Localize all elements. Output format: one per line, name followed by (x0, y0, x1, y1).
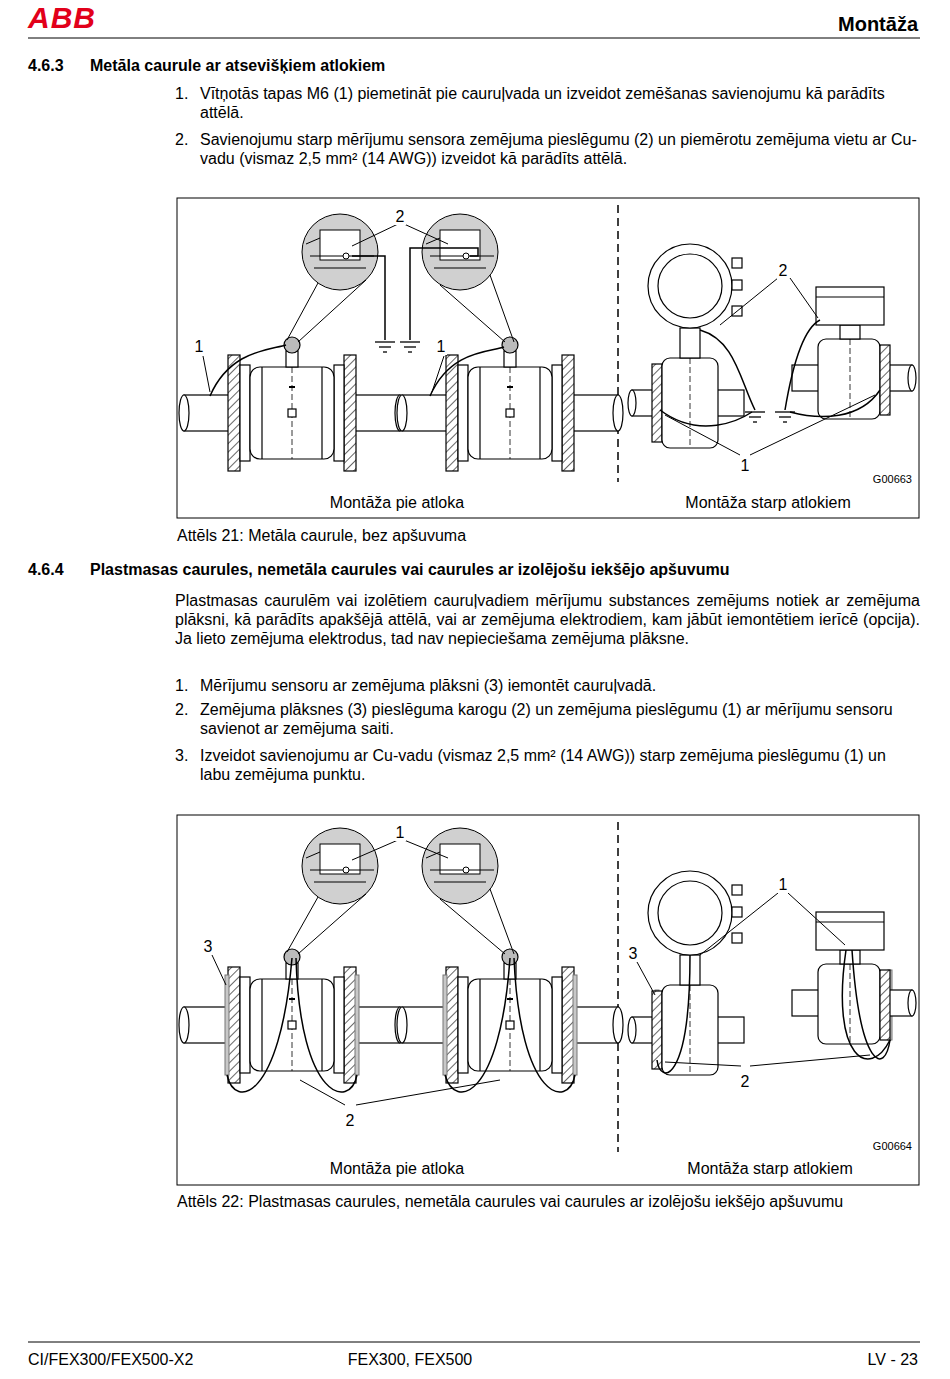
view-caption: Montāža starp atlokiem (638, 493, 898, 512)
footer-text: CI/FEX300/FEX500-X2 (28, 1350, 328, 1369)
figure-code: G00663 (832, 470, 912, 489)
callout-number: 1 (773, 875, 793, 894)
figure-code: G00664 (832, 1137, 912, 1156)
view-caption: Montāža pie atloka (267, 493, 527, 512)
callout-number: 2 (390, 207, 410, 226)
callout-number: 1 (735, 456, 755, 475)
footer-text: FEX300, FEX500 (310, 1350, 510, 1369)
list-number: 2. (175, 130, 199, 149)
label-patch: 3 (627, 945, 640, 962)
label-patch: 1 (394, 824, 407, 841)
page-header: Montāža (718, 12, 918, 36)
callout-number: 2 (340, 1111, 360, 1130)
label-patch: 2 (777, 262, 790, 279)
logo: ABB (28, 2, 118, 34)
label-patch: 1 (777, 876, 790, 893)
list-text: Izveidot savienojumu ar Cu-vadu (vismaz … (200, 746, 920, 784)
callout-number: 1 (390, 823, 410, 842)
section-heading: Metāla caurule ar atsevišķiem atlokiem (90, 56, 790, 75)
list-number: 2. (175, 700, 199, 719)
callout-number: 3 (198, 937, 218, 956)
label-patch: 2 (739, 1073, 752, 1090)
list-number: 1. (175, 676, 199, 695)
label-patch: 2 (394, 208, 407, 225)
label-patch: 1 (739, 457, 752, 474)
view-caption: Montāža pie atloka (267, 1159, 527, 1178)
section-heading: Plastmasas caurules, nemetāla caurules v… (90, 560, 920, 579)
callout-number: 1 (431, 337, 451, 356)
list-text: Mērījumu sensoru ar zemējuma plāksni (3)… (200, 676, 920, 695)
figure-caption: Attēls 22: Plastmasas caurules, nemetāla… (177, 1192, 922, 1211)
footer-text: LV - 23 (768, 1350, 918, 1369)
label-patch: 1 (435, 338, 448, 355)
label-patch: 2 (344, 1112, 357, 1129)
label-patch: 1 (193, 338, 206, 355)
callout-number: 2 (735, 1072, 755, 1091)
list-number: 1. (175, 84, 199, 103)
section-number: 4.6.3 (28, 56, 88, 75)
list-text: Savienojumu starp mērījumu sensora zemēj… (200, 130, 920, 168)
label-patch: 3 (202, 938, 215, 955)
figure-caption: Attēls 21: Metāla caurule, bez apšuvuma (177, 526, 777, 545)
section-number: 4.6.4 (28, 560, 88, 579)
callout-number: 1 (189, 337, 209, 356)
list-text: Zemējuma plāksnes (3) pieslēguma karogu … (200, 700, 920, 738)
view-caption: Montāža starp atlokiem (640, 1159, 900, 1178)
list-text: Vītņotās tapas M6 (1) piemetināt pie cau… (200, 84, 920, 122)
body-paragraph: Plastmasas caurulēm vai izolētiem cauruļ… (175, 591, 920, 648)
list-number: 3. (175, 746, 199, 765)
callout-number: 2 (773, 261, 793, 280)
callout-number: 3 (623, 944, 643, 963)
